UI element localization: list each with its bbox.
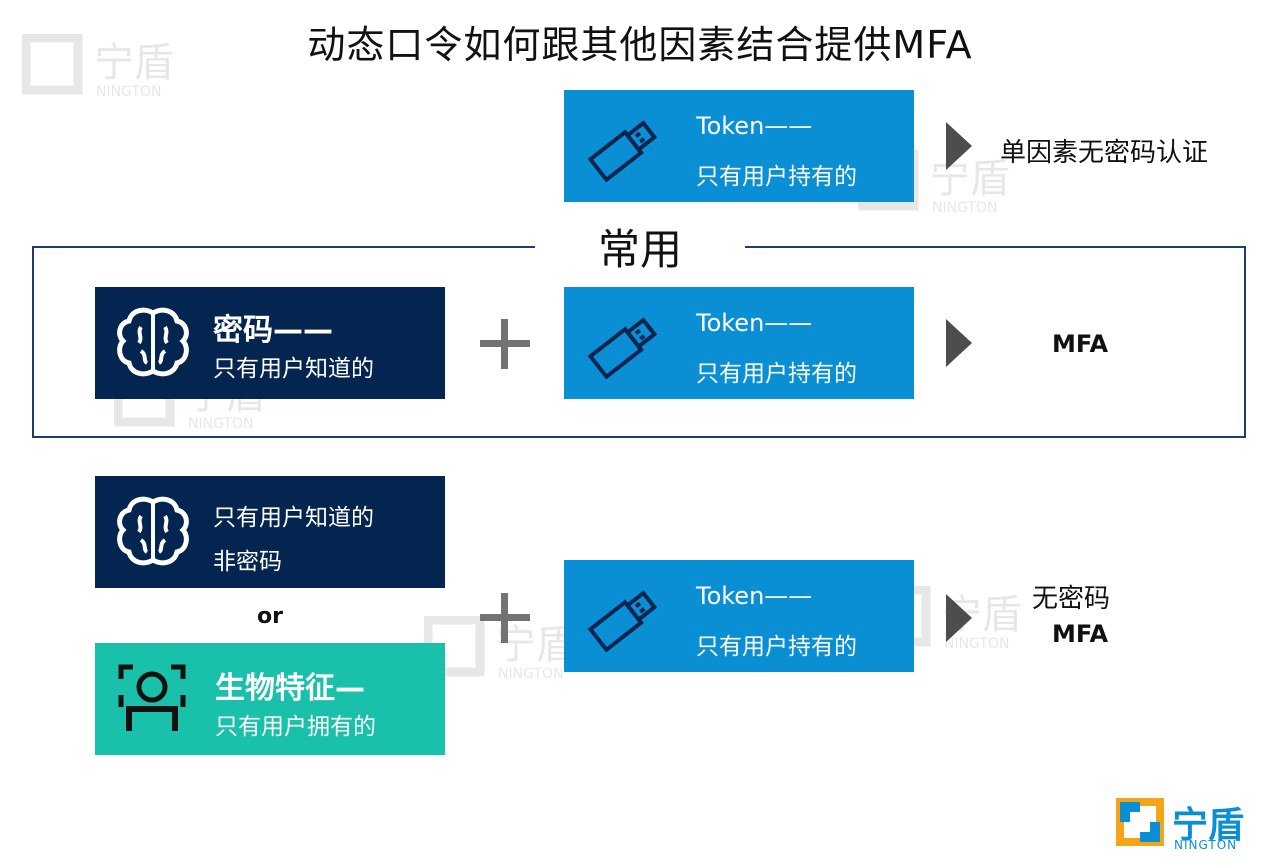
token-box-row1: Token—— 只有用户持有的 [564, 90, 914, 202]
nonpassword-box: 只有用户知道的 非密码 [95, 476, 445, 588]
logo-brand: 宁盾 [1172, 805, 1245, 846]
token-box-row2: Token—— 只有用户持有的 [564, 287, 914, 399]
token-subtitle: 只有用户持有的 [696, 361, 857, 387]
or-label: or [257, 604, 283, 629]
usb-token-icon [587, 590, 658, 652]
brain-icon [117, 307, 189, 377]
usb-token-icon [587, 120, 658, 182]
svg-text:宁盾: 宁盾 [94, 40, 174, 86]
nonpassword-subtitle: 非密码 [213, 549, 282, 575]
token-subtitle: 只有用户持有的 [696, 634, 857, 660]
password-box: 密码—— 只有用户知道的 [95, 287, 445, 399]
result-row3-line2: MFA [1052, 620, 1109, 648]
token-title: Token—— [696, 112, 813, 140]
token-title: Token—— [696, 309, 813, 337]
svg-text:宁盾: 宁盾 [496, 622, 576, 668]
plus-icon [480, 593, 530, 643]
svg-text:NINGTON: NINGTON [96, 84, 161, 100]
arrow-right-icon [946, 319, 972, 367]
usb-token-icon [587, 317, 658, 379]
token-box-row3: Token—— 只有用户持有的 [564, 560, 914, 672]
nington-watermark: 宁盾 NINGTON [22, 34, 174, 100]
result-row1: 单因素无密码认证 [1000, 138, 1209, 168]
biometric-box: 生物特征— 只有用户拥有的 [95, 643, 445, 755]
password-title: 密码—— [213, 313, 333, 348]
svg-text:NINGTON: NINGTON [188, 416, 253, 432]
nington-logo: 宁盾 NINGTON [1116, 798, 1256, 852]
result-row2: MFA [1052, 330, 1109, 358]
result-row3-line1: 无密码 [1032, 584, 1111, 614]
page-title: 动态口令如何跟其他因素结合提供MFA [307, 23, 973, 67]
token-title: Token—— [696, 582, 813, 610]
nington-logo-mark [1116, 798, 1164, 846]
common-label: 常用 [597, 225, 682, 274]
face-scan-icon [118, 664, 186, 731]
arrow-right-icon [946, 122, 972, 170]
plus-icon [480, 319, 530, 369]
logo-sub: NINGTON [1174, 838, 1238, 852]
token-subtitle: 只有用户持有的 [696, 164, 857, 190]
brain-icon [117, 496, 189, 566]
biometric-subtitle: 只有用户拥有的 [215, 714, 376, 740]
password-subtitle: 只有用户知道的 [213, 356, 374, 382]
arrow-right-icon [946, 594, 972, 642]
nonpassword-title: 只有用户知道的 [213, 505, 374, 531]
svg-text:NINGTON: NINGTON [932, 200, 997, 216]
biometric-title: 生物特征— [215, 671, 365, 706]
svg-text:NINGTON: NINGTON [498, 666, 563, 682]
